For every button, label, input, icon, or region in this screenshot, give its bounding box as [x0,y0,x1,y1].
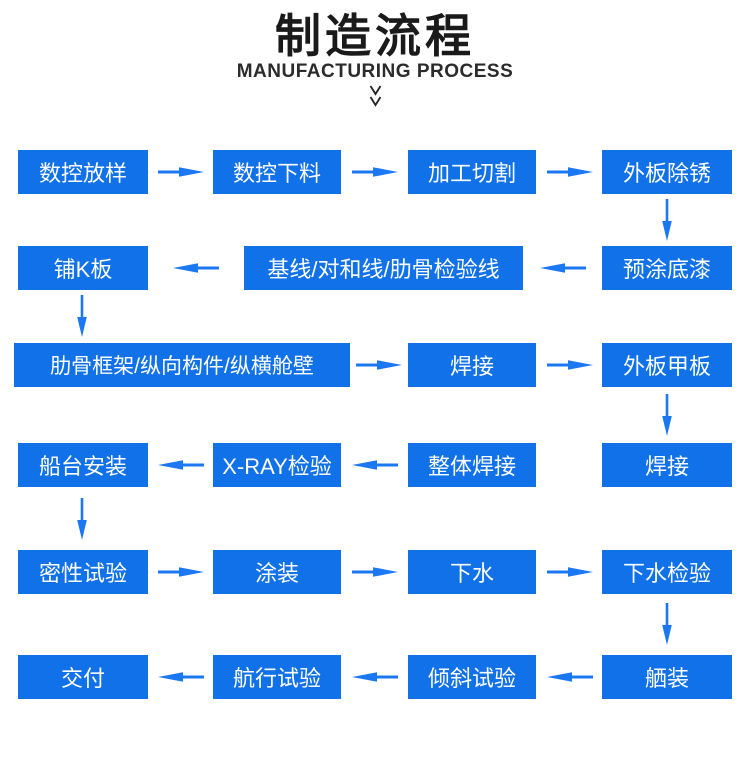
double-chevron-down-icon [0,85,750,107]
flow-node-r4c2: X-RAY检验 [213,443,341,487]
flow-node-r4c3: 整体焊接 [408,443,536,487]
page-title: 制造流程 [275,10,475,62]
flow-node-r1c3: 加工切割 [408,150,536,194]
flow-node-r1c1: 数控放样 [18,150,148,194]
arrow-down-icon [660,199,674,241]
arrow-down-icon [75,498,89,540]
arrow-left-icon [158,670,204,684]
flow-node-r3c3: 外板甲板 [602,343,732,387]
flow-node-r5c2: 涂装 [213,550,341,594]
arrow-left-icon [547,670,593,684]
arrow-down-icon [660,603,674,645]
arrow-right-icon [547,358,593,372]
arrow-right-icon [356,358,402,372]
arrow-right-icon [352,565,398,579]
arrow-right-icon [158,165,204,179]
arrow-right-icon [158,565,204,579]
flow-node-r6c3: 倾斜试验 [408,655,536,699]
flow-node-r3c2: 焊接 [408,343,536,387]
arrow-left-icon [352,670,398,684]
flow-node-r6c2: 航行试验 [213,655,341,699]
arrow-right-icon [547,165,593,179]
flow-node-r2c1: 铺K板 [18,246,148,290]
flow-node-r1c2: 数控下料 [213,150,341,194]
flow-node-r5c3: 下水 [408,550,536,594]
flow-node-r1c4: 外板除锈 [602,150,732,194]
flow-node-r4c4: 焊接 [602,443,732,487]
flow-node-r6c4: 舾装 [602,655,732,699]
flow-node-r5c1: 密性试验 [18,550,148,594]
arrow-right-icon [547,565,593,579]
arrow-left-icon [352,458,398,472]
flow-node-r4c1: 船台安装 [18,443,148,487]
flow-node-r3c1: 肋骨框架/纵向构件/纵横舱壁 [14,343,350,387]
arrow-left-icon [158,458,204,472]
arrow-down-icon [660,394,674,436]
arrow-left-icon [173,261,219,275]
flow-node-r2c3: 预涂底漆 [602,246,732,290]
flow-node-r2c2: 基线/对和线/肋骨检验线 [244,246,523,290]
page-subtitle: MANUFACTURING PROCESS [236,61,514,82]
arrow-left-icon [540,261,586,275]
flow-node-r5c4: 下水检验 [602,550,732,594]
arrow-down-icon [75,295,89,337]
arrow-right-icon [352,165,398,179]
flow-node-r6c1: 交付 [18,655,148,699]
